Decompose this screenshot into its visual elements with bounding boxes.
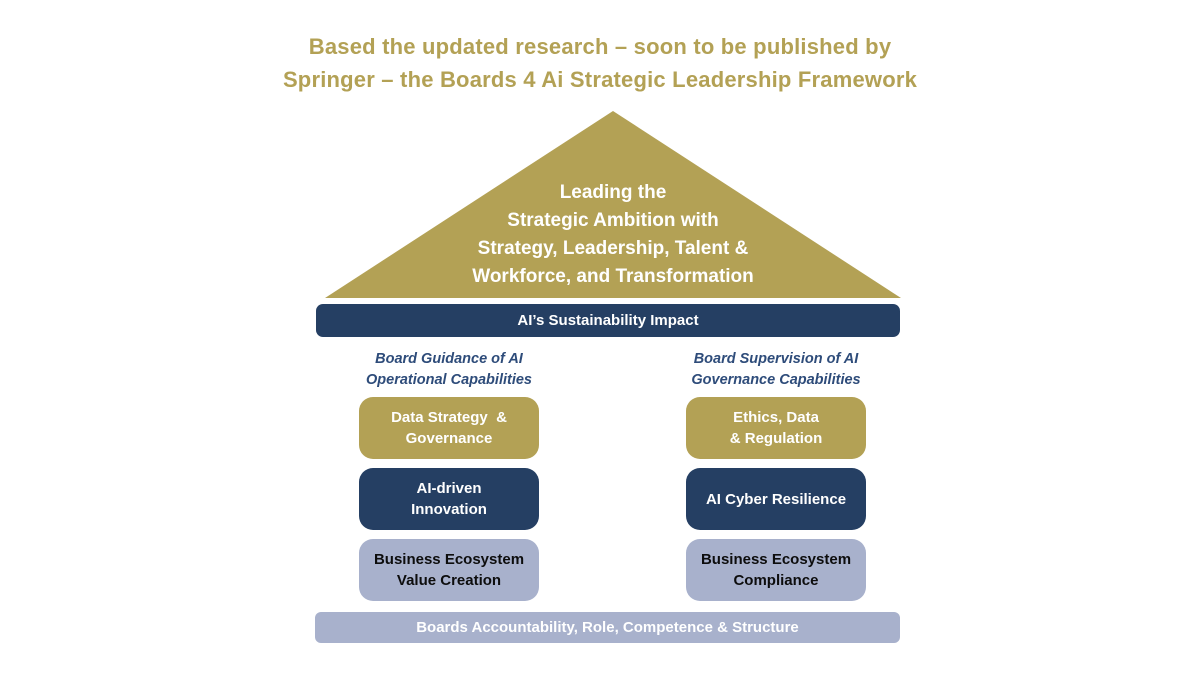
box-data-strategy-governance: Data Strategy &Governance [359,397,539,459]
page-title: Based the updated research – soon to be … [282,34,918,92]
box-ethics-data-regulation: Ethics, Data& Regulation [686,397,866,459]
sustainability-impact-label: AI’s Sustainability Impact [517,312,699,329]
boards-accountability-label: Boards Accountability, Role, Competence … [416,619,799,636]
boards-accountability-bar: Boards Accountability, Role, Competence … [315,612,900,643]
sustainability-impact-bar: AI’s Sustainability Impact [316,304,900,337]
box-ai-cyber-resilience: AI Cyber Resilience [686,468,866,530]
